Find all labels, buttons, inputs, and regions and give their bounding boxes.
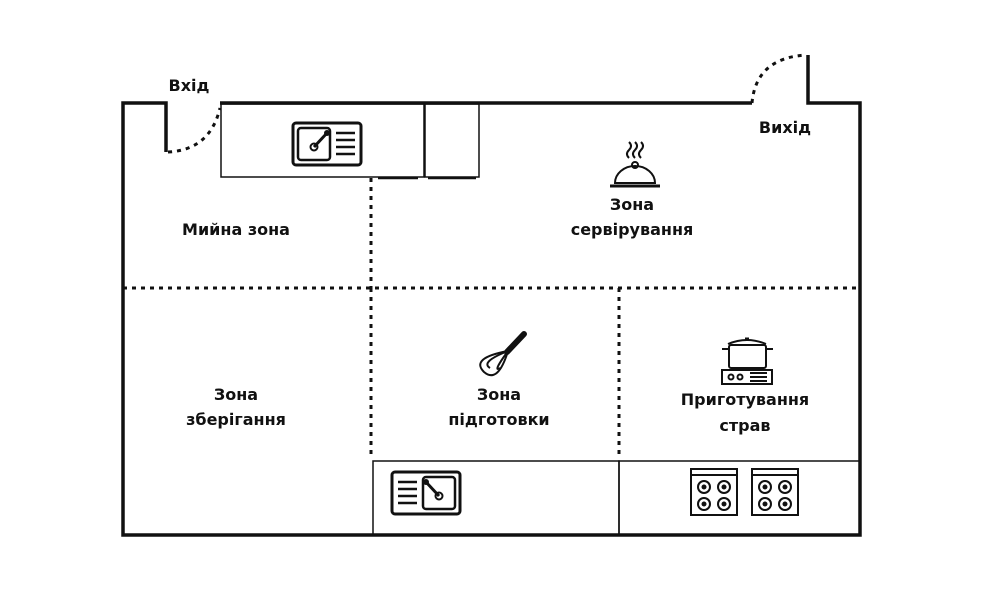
cooking-zone-label-2: страв <box>719 416 770 435</box>
whisk-icon <box>479 331 527 377</box>
storage-zone-label-1: Зона <box>214 385 258 404</box>
prep-zone-label-2: підготовки <box>448 410 549 429</box>
stove-counter <box>618 460 861 536</box>
pot-on-stove-icon <box>721 337 773 385</box>
prep-zone-label-1: Зона <box>477 385 521 404</box>
serving-zone-label-2: сервірування <box>571 220 694 239</box>
cooking-zone-label-1: Приготування <box>681 390 809 409</box>
stove-icon <box>751 468 799 516</box>
outer-wall <box>121 55 862 537</box>
exit-door-swing <box>750 53 807 104</box>
washing-zone-label: Мийна зона <box>182 220 290 239</box>
cloche-icon <box>610 141 660 188</box>
storage-zone-label-2: зберігання <box>186 410 286 429</box>
stove-icon <box>690 468 738 516</box>
sink-icon <box>390 470 462 516</box>
serving-zone-label-1: Зона <box>610 195 654 214</box>
sink-icon <box>291 121 363 167</box>
entrance-label: Вхід <box>169 76 210 95</box>
wash-counter <box>220 103 425 178</box>
exit-label: Вихід <box>759 118 811 137</box>
entrance-door-swing <box>167 107 222 154</box>
serving-counter <box>424 103 480 178</box>
